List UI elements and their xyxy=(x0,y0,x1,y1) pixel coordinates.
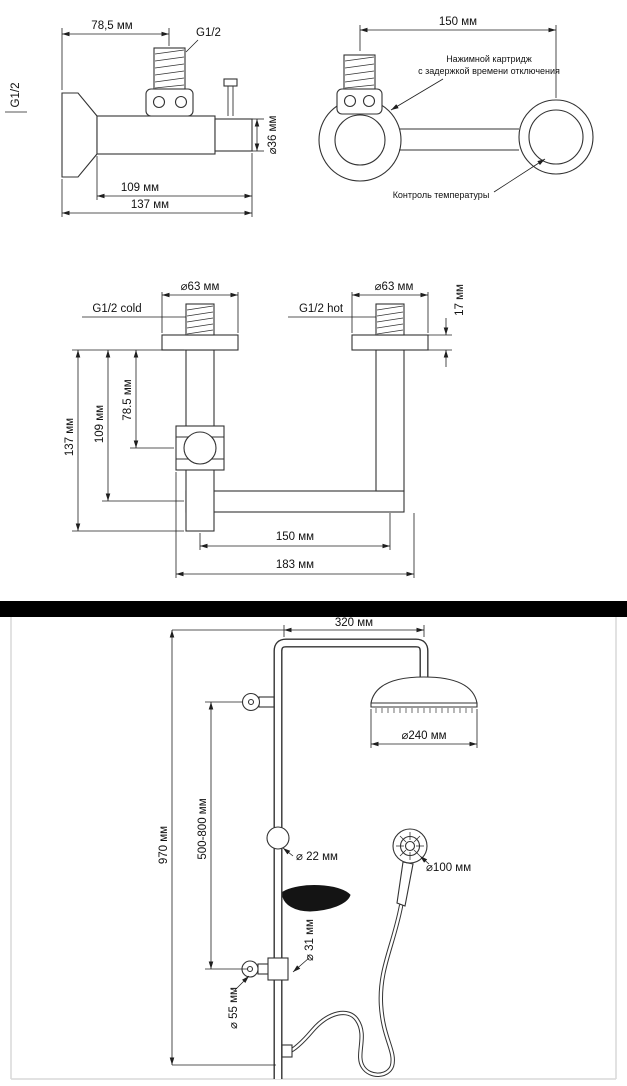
dim-17-label: 17 мм xyxy=(454,284,466,316)
right-pipe xyxy=(375,349,405,492)
dim-500-800-label: 500-800 мм xyxy=(197,798,209,859)
valve-outlet xyxy=(214,118,253,152)
thread-hatching-front xyxy=(344,56,375,89)
section-divider xyxy=(0,601,627,617)
dim-d240-label: ⌀240 мм xyxy=(401,730,446,742)
cartridge-button xyxy=(334,114,386,166)
temperature-knob-inner xyxy=(528,109,584,165)
left-stub-hatching xyxy=(186,305,214,335)
dim-d22-label: ⌀ 22 мм xyxy=(296,851,338,863)
rain-shower-head xyxy=(370,676,478,708)
shower-dimensions xyxy=(169,625,478,1066)
thread-top-label: G1/2 xyxy=(196,27,221,39)
hand-shower-nozzles xyxy=(396,832,424,860)
front-view-object xyxy=(318,54,594,182)
cartridge-note-line1: Нажимной картридж xyxy=(446,54,532,64)
thread-hatching xyxy=(154,49,185,89)
valve-technical-drawing: 78,5 мм G1/2 G1/2 ⌀36 мм 109 мм 137 мм xyxy=(5,16,594,578)
left-flange xyxy=(161,334,239,351)
hand-shower xyxy=(281,828,428,1077)
dim-109-mount-label: 109 мм xyxy=(94,405,106,443)
dim-109-label: 109 мм xyxy=(121,182,159,194)
side-view-dimensions xyxy=(5,28,264,217)
side-view-object xyxy=(61,47,253,178)
pipe-ball-joint xyxy=(266,826,290,850)
bottom-crossbar xyxy=(185,490,405,513)
dim-d55-label: ⌀ 55 мм xyxy=(228,987,240,1029)
right-flange xyxy=(351,334,429,351)
hand-shower-handle xyxy=(396,861,414,907)
dim-970-label: 970 мм xyxy=(158,826,170,864)
threaded-inlet xyxy=(153,47,186,90)
dim-150-mount-label: 150 мм xyxy=(276,531,314,543)
soap-dish xyxy=(282,885,351,912)
wall-flange xyxy=(61,92,98,178)
upper-wall-bracket xyxy=(241,692,275,712)
temperature-note: Контроль температуры xyxy=(393,190,490,200)
dim-320-label: 320 мм xyxy=(335,617,373,629)
valve-body xyxy=(96,115,216,155)
right-stub-hatching xyxy=(376,305,404,335)
dim-137-mount-label: 137 мм xyxy=(64,418,76,456)
dim-d31-label: ⌀ 31 мм xyxy=(304,919,316,961)
panel-frame xyxy=(10,617,617,1080)
lower-wall-bracket xyxy=(241,957,289,981)
front-view-dimensions xyxy=(359,25,557,193)
dim-78-5-label: 78,5 мм xyxy=(91,20,132,32)
rain-head-nozzles xyxy=(375,708,473,713)
mount-view-object xyxy=(161,303,429,532)
mount-view-dimensions xyxy=(72,292,452,578)
dim-78-5-mount-label: 78.5 мм xyxy=(122,379,134,420)
dim-137-label: 137 мм xyxy=(131,199,169,211)
label-hot: G1/2 hot xyxy=(299,303,344,315)
label-cold: G1/2 cold xyxy=(92,303,141,315)
stem-cap xyxy=(223,78,238,87)
dim-d36-label: ⌀36 мм xyxy=(267,116,279,155)
union-nut-front xyxy=(336,88,383,115)
thread-left-label: G1/2 xyxy=(10,83,22,108)
shower-column-drawing: 320 мм ⌀240 мм 970 мм 500-800 мм ⌀ 22 мм… xyxy=(10,617,617,1080)
dim-d63-left-label: ⌀63 мм xyxy=(181,281,220,293)
outlet-port xyxy=(183,431,217,465)
dim-d63-right-label: ⌀63 мм xyxy=(375,281,414,293)
dim-150-label: 150 мм xyxy=(439,16,477,28)
cartridge-note-line2: с задержкой времени отключения xyxy=(418,66,560,76)
dim-d100-label: ⌀100 мм xyxy=(426,862,471,874)
dim-183-mount-label: 183 мм xyxy=(276,559,314,571)
hose-connector xyxy=(281,1044,293,1058)
